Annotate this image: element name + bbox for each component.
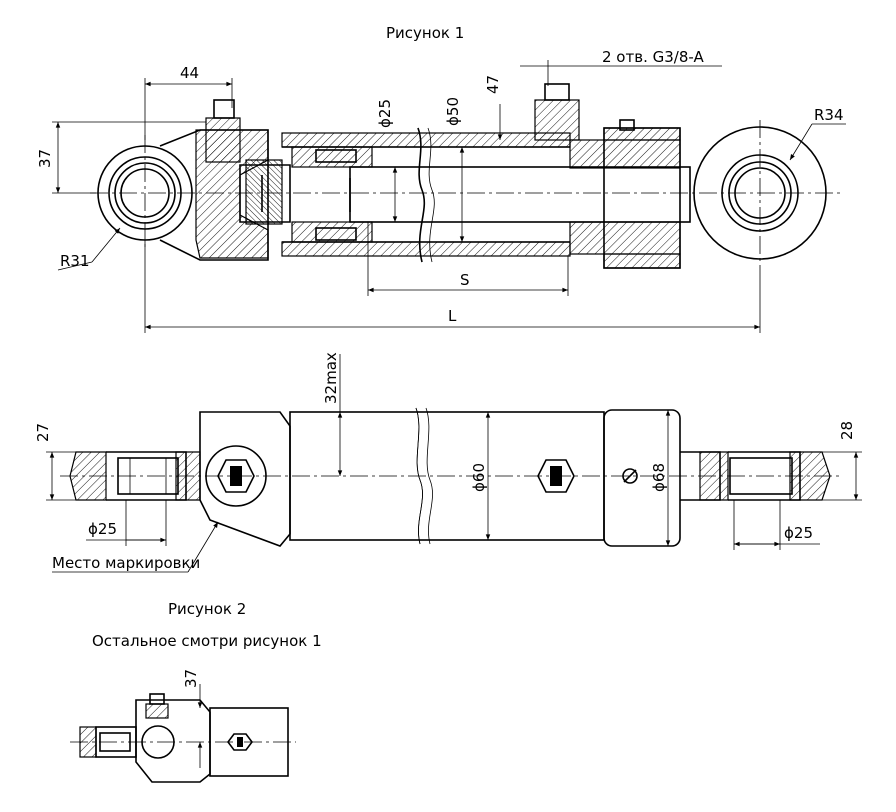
dim-47: 47 (484, 75, 502, 94)
dim-28: 28 (838, 421, 856, 440)
cylinder-tube (281, 83, 691, 269)
dim-phi25-left-pin: ϕ25 (88, 520, 117, 538)
dim-44: 44 (180, 64, 199, 82)
dim-phi25-rod: ϕ25 (376, 99, 394, 128)
dim-37-fig2: 37 (182, 669, 200, 688)
dim-r34: R34 (814, 106, 844, 124)
left-rod-eye (97, 99, 291, 261)
figure-2-subtitle: Остальное смотри рисунок 1 (92, 632, 322, 650)
figure-2-title: Рисунок 2 (168, 600, 246, 618)
dim-phi68: ϕ68 (650, 463, 668, 492)
dim-ports: 2 отв. G3/8-A (602, 48, 704, 66)
dim-27: 27 (34, 423, 52, 442)
top-view: 27 32max ϕ60 ϕ68 28 ϕ25 ϕ25 Место маркир… (34, 352, 862, 573)
figure-1-dimensions: 44 37 47 ϕ25 ϕ50 2 отв. G3/8-A R34 R31 (36, 48, 846, 333)
dim-r31: R31 (60, 252, 90, 270)
dim-phi25-right-pin: ϕ25 (784, 524, 813, 542)
dim-32max: 32max (322, 352, 340, 404)
dim-phi60: ϕ60 (470, 463, 488, 492)
figure-1: Рисунок 1 (36, 24, 846, 333)
marking-place-label: Место маркировки (52, 554, 200, 572)
dim-phi50-bore: ϕ50 (444, 97, 462, 126)
dim-37-left: 37 (36, 149, 54, 168)
dim-l: L (448, 307, 457, 325)
figure-2: Рисунок 2 Остальное смотри рисунок 1 37 (70, 600, 322, 783)
dim-s: S (460, 271, 470, 289)
figure-1-title: Рисунок 1 (386, 24, 464, 42)
